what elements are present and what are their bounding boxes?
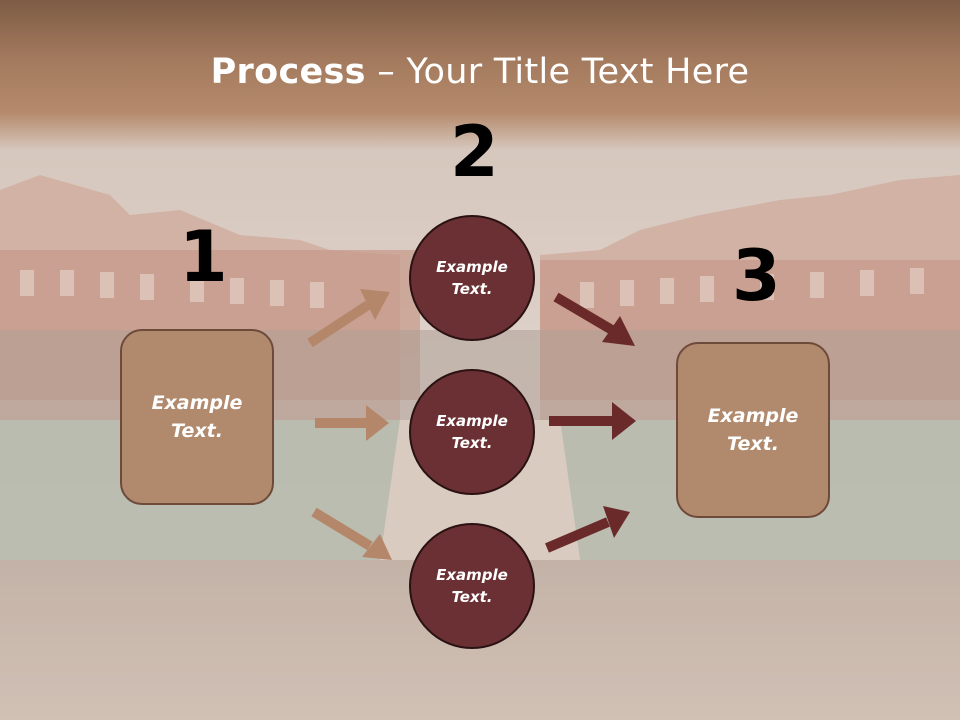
circle-top-text: Example Text. xyxy=(436,257,508,299)
arrow-to-middle-circle xyxy=(315,405,389,441)
arrow-from-top-circle xyxy=(553,292,635,346)
page-title: Process – Your Title Text Here xyxy=(0,52,960,92)
arrow-from-middle-circle xyxy=(549,402,636,440)
arrow-to-top-circle xyxy=(307,289,390,348)
circle-bottom: Example Text. xyxy=(409,523,535,649)
title-bold: Process xyxy=(210,52,366,92)
step-number-2: 2 xyxy=(450,111,499,193)
right-box: Example Text. xyxy=(676,342,830,518)
circle-bottom-text: Example Text. xyxy=(436,565,508,607)
circle-middle: Example Text. xyxy=(409,369,535,495)
step-number-1: 1 xyxy=(179,216,228,298)
left-box: Example Text. xyxy=(120,329,274,505)
left-box-text: Example Text. xyxy=(151,391,243,443)
title-rest: – Your Title Text Here xyxy=(365,52,750,92)
title-band xyxy=(0,0,960,150)
circle-middle-text: Example Text. xyxy=(436,411,508,453)
right-box-text: Example Text. xyxy=(707,404,799,456)
step-number-3: 3 xyxy=(732,235,781,317)
arrow-from-bottom-circle xyxy=(545,506,630,553)
circle-top: Example Text. xyxy=(409,215,535,341)
arrow-to-bottom-circle xyxy=(311,507,392,560)
